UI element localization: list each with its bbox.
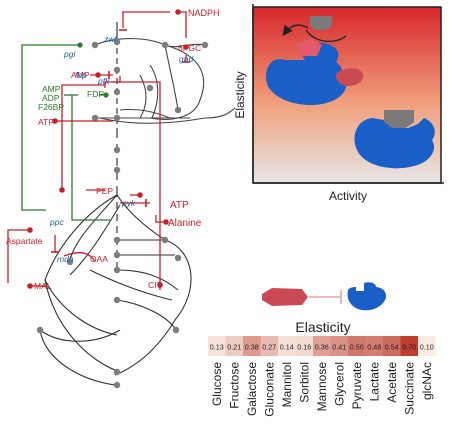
heatmap-category-glycerol: Glycerol: [332, 362, 346, 406]
label-pfk: pfk: [97, 76, 110, 86]
green-regulation: [21, 44, 110, 221]
label-ppc: ppc: [49, 217, 64, 227]
label-adp: ADP: [42, 93, 60, 103]
heatmap-value-mannitol: 0.14: [280, 343, 294, 352]
heatmap-value-fructose: 0.21: [227, 343, 241, 352]
label-cit: CIT: [148, 280, 162, 290]
label-pep: PEP: [96, 186, 113, 196]
label-fdp: FDP: [87, 89, 104, 99]
heatmap-cell-mannitol: [278, 336, 296, 356]
heatmap-category-lactate: Lactate: [367, 362, 381, 402]
heatmap-cell-gluconate: [260, 336, 278, 356]
dissociation-arrow: [282, 24, 309, 37]
heatmap-category-pyruvate: Pyruvate: [350, 362, 364, 410]
key-effector-icon: [262, 288, 308, 306]
xaxis-label: Activity: [329, 189, 367, 203]
elasticity-title: Elasticity: [295, 319, 350, 335]
heatmap-category-glcnac: glcNAc: [420, 362, 434, 400]
heatmap-cell-lactate: [365, 336, 383, 356]
label-6pgc: 6PGC: [178, 43, 201, 53]
heatmap-cell-glucose: [208, 336, 226, 356]
elasticity-activity-plot: Activity Elasticity: [233, 4, 444, 203]
heatmap-cell-mannose: [313, 336, 331, 356]
pentose-loop: [94, 38, 236, 124]
network-nodes: [36, 38, 209, 389]
elasticity-key: Elasticity: [262, 282, 386, 335]
label-nadph: NADPH: [188, 8, 220, 18]
inhibition-bars: [51, 29, 190, 253]
heatmap-value-glcnac: 0.10: [420, 343, 434, 352]
heatmap-cell-succinate: [400, 336, 418, 356]
effector-top: [310, 16, 332, 30]
label-mal: MAL: [34, 281, 52, 291]
enzyme-top: [265, 38, 364, 106]
label-f26bp: F26BP: [38, 102, 64, 112]
label-pgi: pgi: [63, 49, 76, 59]
heatmap-category-succinate: Succinate: [402, 362, 416, 415]
heatmap-category-sorbitol: Sorbitol: [297, 362, 311, 403]
label-fbp: fbp: [75, 70, 87, 80]
heatmap-value-mannose: 0.36: [315, 343, 329, 352]
label-atp-upper: ATP: [38, 117, 54, 127]
label-amp-red: AMP: [71, 70, 90, 80]
heatmap-value-succinate: 0.70: [402, 343, 416, 352]
label-mdh: mdh: [57, 254, 74, 264]
yaxis-label: Elasticity: [233, 71, 247, 118]
red-regulation: [7, 11, 187, 290]
heatmap-category-mannose: Mannose: [315, 362, 329, 412]
heatmap-cell-glcnac: [418, 336, 436, 356]
label-atp-right: ATP: [170, 200, 189, 211]
green-arrowheads: [77, 42, 109, 98]
heatmap-value-pyruvate: 0.50: [350, 343, 364, 352]
heatmap-value-glucose: 0.13: [210, 343, 224, 352]
heatmap-category-glucose: Glucose: [210, 362, 224, 406]
heatmap-value-glycerol: 0.41: [332, 343, 346, 352]
heatmap-cell-fructose: [225, 336, 243, 356]
label-alanine: Alanine: [168, 218, 202, 229]
heatmap-value-lactate: 0.48: [367, 343, 381, 352]
label-amp-green: AMP: [42, 84, 61, 94]
label-zwf: zwf: [103, 34, 118, 44]
heatmap-cell-acetate: [383, 336, 401, 356]
heatmap-value-acetate: 0.54: [385, 343, 399, 352]
heatmap-category-acetate: Acetate: [385, 362, 399, 403]
label-gnd: gnd: [179, 54, 193, 64]
heatmap-cell-sorbitol: [295, 336, 313, 356]
heatmap-value-gluconate: 0.27: [262, 343, 276, 352]
key-enzyme-icon: [347, 282, 386, 311]
red-markers: [27, 9, 189, 289]
label-oaa: OAA: [90, 254, 108, 264]
heatmap-category-gluconate: Gluconate: [262, 362, 276, 417]
heatmap-value-sorbitol: 0.16: [297, 343, 311, 352]
metabolic-network: NADPH 6PGC AMP AMP ADP F26BP FDP ATP PEP…: [6, 8, 236, 389]
heatmap-cell-pyruvate: [348, 336, 366, 356]
label-aspartate: Aspartate: [6, 236, 43, 246]
heatmap-category-galactose: Galactose: [245, 362, 259, 416]
label-pyk: pyk: [121, 198, 136, 208]
heatmap-value-galactose: 0.38: [245, 343, 259, 352]
enzyme-bottom: [354, 110, 435, 169]
heatmap-cell-galactose: [243, 336, 261, 356]
heatmap-category-mannitol: Mannitol: [280, 362, 294, 407]
heatmap-cell-glycerol: [330, 336, 348, 356]
heatmap-category-fructose: Fructose: [227, 362, 241, 409]
